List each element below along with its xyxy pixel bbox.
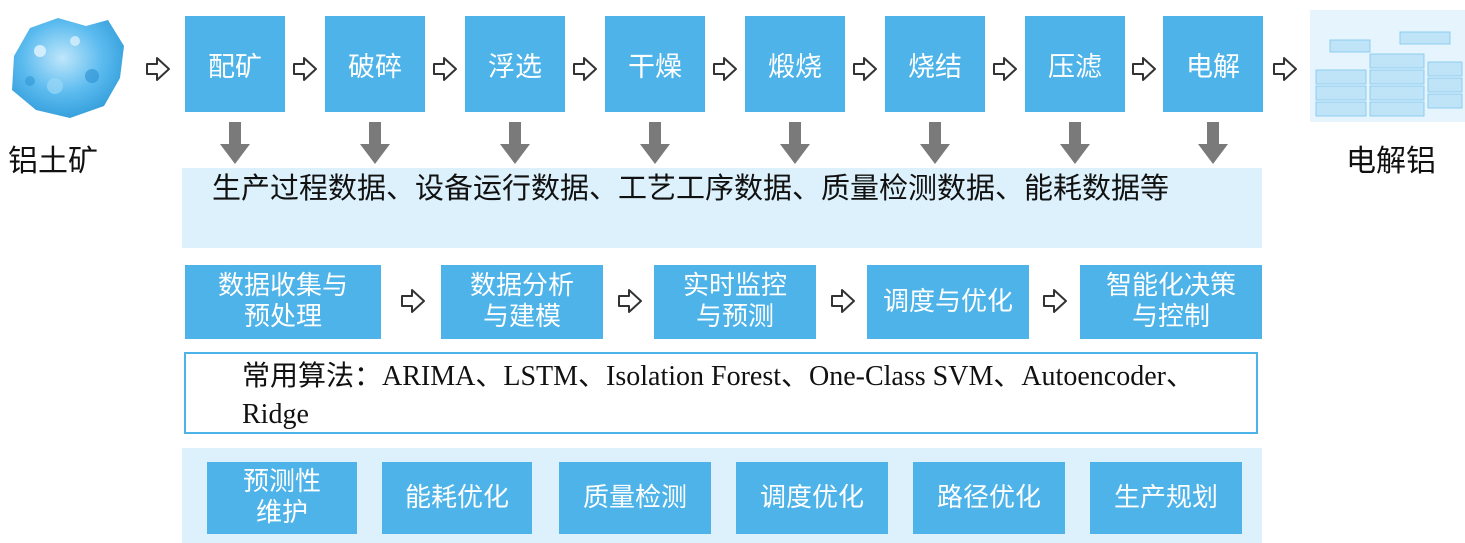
bauxite-ore-image — [12, 18, 124, 118]
arrow-down-icon — [360, 122, 390, 164]
pipeline-box: 智能化决策 与控制 — [1080, 265, 1262, 339]
data-sources-panel: 生产过程数据、设备运行数据、工艺工序数据、质量检测数据、能耗数据等 — [182, 168, 1262, 248]
arrow-down-icon — [500, 122, 530, 164]
arrow-down-icon — [780, 122, 810, 164]
end-label: 电解铝 — [1346, 144, 1436, 179]
arrow-right-icon — [618, 289, 642, 313]
application-box: 调度优化 — [736, 462, 888, 534]
arrow-right-icon — [433, 57, 457, 81]
arrow-right-icon — [1273, 57, 1297, 81]
pipeline-box: 数据分析 与建模 — [441, 265, 603, 339]
step-box: 干燥 — [605, 16, 705, 112]
arrow-down-icon — [220, 122, 250, 164]
application-box: 路径优化 — [913, 462, 1065, 534]
arrow-right-icon — [146, 57, 170, 81]
arrow-right-icon — [293, 57, 317, 81]
arrow-right-icon — [853, 57, 877, 81]
step-box: 配矿 — [185, 16, 285, 112]
application-box: 生产规划 — [1090, 462, 1242, 534]
pipeline-box: 实时监控 与预测 — [654, 265, 816, 339]
step-box: 烧结 — [885, 16, 985, 112]
arrow-down-icon — [1060, 122, 1090, 164]
arrow-right-icon — [401, 289, 425, 313]
arrow-down-icon — [1198, 122, 1228, 164]
arrow-down-icon — [640, 122, 670, 164]
arrow-right-icon — [713, 57, 737, 81]
arrow-right-icon — [1043, 289, 1067, 313]
data-sources-text: 生产过程数据、设备运行数据、工艺工序数据、质量检测数据、能耗数据等 — [212, 171, 1170, 205]
arrow-down-icon — [920, 122, 950, 164]
arrow-right-icon — [831, 289, 855, 313]
step-box: 浮选 — [465, 16, 565, 112]
step-box: 破碎 — [325, 16, 425, 112]
arrow-right-icon — [1132, 57, 1156, 81]
algorithms-text: 常用算法：ARIMA、LSTM、Isolation Forest、One-Cla… — [242, 361, 1194, 430]
applications-panel — [182, 448, 1262, 543]
arrow-right-icon — [993, 57, 1017, 81]
step-box: 煅烧 — [745, 16, 845, 112]
application-box: 能耗优化 — [382, 462, 532, 534]
pipeline-box: 数据收集与 预处理 — [185, 265, 381, 339]
step-box: 压滤 — [1025, 16, 1125, 112]
algorithms-panel: 常用算法：ARIMA、LSTM、Isolation Forest、One-Cla… — [184, 352, 1258, 434]
step-box: 电解 — [1163, 16, 1263, 112]
pipeline-box: 调度与优化 — [867, 265, 1029, 339]
application-box: 预测性 维护 — [207, 462, 357, 534]
aluminum-ingots-image — [1310, 10, 1465, 122]
start-label: 铝土矿 — [8, 144, 98, 179]
arrow-right-icon — [573, 57, 597, 81]
application-box: 质量检测 — [559, 462, 711, 534]
